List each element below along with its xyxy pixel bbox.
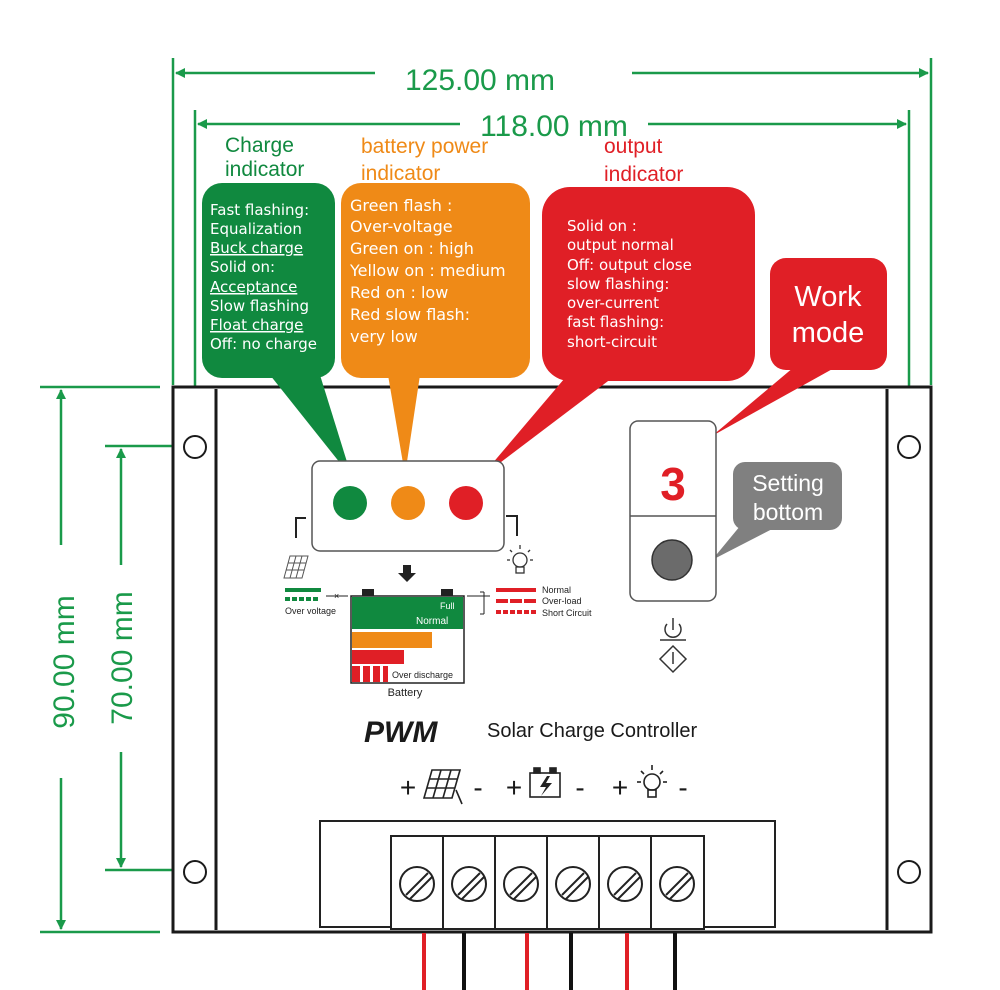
output-line: slow flashing: xyxy=(567,275,669,293)
charge-line: Solid on: xyxy=(210,258,275,276)
dimension-width-inner: 118.00 mm xyxy=(193,110,911,440)
battery-caption: Battery xyxy=(388,687,423,699)
svg-text:×: × xyxy=(334,591,339,601)
battery-line: Yellow on : medium xyxy=(349,261,506,280)
terminal-block xyxy=(319,820,776,930)
dimension-width-outer: 125.00 mm xyxy=(171,58,933,385)
battery-line: Red slow flash: xyxy=(350,305,470,324)
svg-text:-: - xyxy=(575,772,584,803)
output-legend: Normal Over-load Short Circuit xyxy=(467,585,592,618)
charge-line: Float charge xyxy=(210,316,303,334)
charge-line: Off: no charge xyxy=(210,335,317,353)
svg-text:Normal: Normal xyxy=(542,585,571,595)
led-panel xyxy=(295,460,518,552)
dimension-height-inner: 70.00 mm xyxy=(105,444,192,872)
work-mode-label: mode xyxy=(792,317,865,349)
setting-button-callout: Setting bottom xyxy=(712,462,842,560)
battery-normal-label: Normal xyxy=(416,616,448,627)
dimension-label: 118.00 mm xyxy=(480,110,628,143)
dimension-label: 125.00 mm xyxy=(405,64,555,97)
dimension-label: 90.00 mm xyxy=(48,595,81,728)
down-arrow-icon xyxy=(398,565,416,582)
battery-line: Green on : high xyxy=(350,239,474,258)
output-line: fast flashing: xyxy=(567,313,664,331)
charge-line: Buck charge xyxy=(210,239,303,257)
mounting-hole xyxy=(183,435,207,459)
pwm-logo: PWM xyxy=(364,716,438,749)
power-icon xyxy=(658,618,688,674)
charge-indicator-title: indicator xyxy=(225,158,304,181)
charge-line: Acceptance xyxy=(210,278,297,296)
battery-line: very low xyxy=(350,327,418,346)
battery-graphic: Full Normal Over discharge Battery xyxy=(350,589,465,699)
product-subtitle: Solar Charge Controller xyxy=(487,720,697,742)
svg-text:-: - xyxy=(473,772,482,803)
svg-text:Short Circuit: Short Circuit xyxy=(542,608,592,618)
battery-terminal-icon xyxy=(529,767,561,798)
setting-button[interactable] xyxy=(651,539,693,581)
battery-line: Over-voltage xyxy=(350,217,453,236)
output-led xyxy=(449,486,483,520)
svg-text:Over-load: Over-load xyxy=(542,596,582,606)
bulb-icon xyxy=(507,545,533,574)
over-voltage-indicator: Over voltage × xyxy=(285,588,348,616)
charge-indicator-title: Charge xyxy=(225,134,294,157)
work-mode-callout: Work mode xyxy=(712,258,887,436)
battery-full-label: Full xyxy=(440,601,455,611)
charge-line: Fast flashing: xyxy=(210,201,309,219)
output-indicator-callout: Solid on : output normal Off: output clo… xyxy=(480,187,755,478)
output-indicator-title: output xyxy=(604,135,663,158)
charge-indicator-callout: Fast flashing: Equalization Buck charge … xyxy=(202,183,352,478)
output-indicator-title: indicator xyxy=(604,163,683,186)
charge-line: Equalization xyxy=(210,220,302,238)
charge-line: Slow flashing xyxy=(210,297,309,315)
dimension-height-outer: 90.00 mm xyxy=(40,385,160,934)
output-line: over-current xyxy=(567,294,659,312)
battery-indicator-title: battery power xyxy=(361,135,488,158)
work-mode-label: Work xyxy=(794,281,862,313)
setting-label: bottom xyxy=(753,499,823,525)
over-discharge-label: Over discharge xyxy=(392,670,453,680)
battery-indicator-title: indicator xyxy=(361,162,440,185)
display-digit: 3 xyxy=(660,458,686,510)
work-mode-display: 3 xyxy=(629,420,717,602)
mounting-hole xyxy=(183,860,207,884)
svg-text:+: + xyxy=(506,772,522,803)
output-line: short-circuit xyxy=(567,333,657,351)
mounting-hole xyxy=(897,860,921,884)
mounting-hole xyxy=(897,435,921,459)
svg-text:-: - xyxy=(678,772,687,803)
battery-indicator-callout: Green flash : Over-voltage Green on : hi… xyxy=(341,183,530,475)
svg-text:+: + xyxy=(400,772,416,803)
dimension-label: 70.00 mm xyxy=(106,591,139,724)
svg-text:+: + xyxy=(612,772,628,803)
terminal-symbols: + - + - + - xyxy=(400,765,688,805)
output-line: Solid on : xyxy=(567,217,637,235)
battery-line: Green flash : xyxy=(350,196,452,215)
battery-led xyxy=(391,486,425,520)
charge-led xyxy=(333,486,367,520)
battery-line: Red on : low xyxy=(350,283,448,302)
solar-terminal-icon xyxy=(422,769,463,805)
output-line: output normal xyxy=(567,236,674,254)
load-terminal-icon xyxy=(637,765,667,798)
solar-panel-icon xyxy=(283,555,309,579)
wires xyxy=(422,933,677,990)
setting-label: Setting xyxy=(752,470,824,496)
svg-text:Over voltage: Over voltage xyxy=(285,606,336,616)
output-line: Off: output close xyxy=(567,256,692,274)
